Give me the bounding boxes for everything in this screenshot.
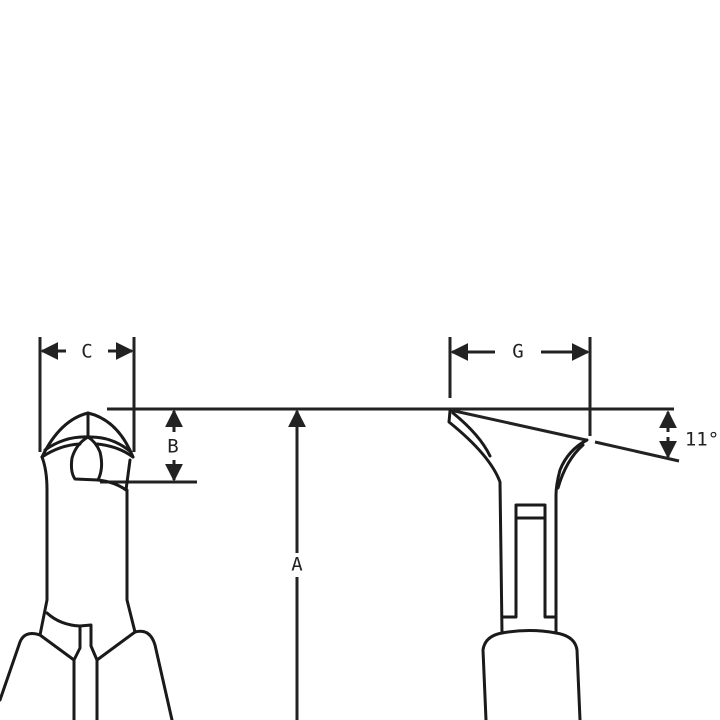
label-a: A — [291, 554, 303, 576]
angle-line-a — [449, 408, 587, 442]
label-angle: 11° — [685, 429, 719, 451]
label-g: G — [512, 341, 523, 363]
angle-line-b — [594, 440, 680, 463]
pliers-front-view — [0, 411, 174, 720]
dimension-b: B — [100, 409, 197, 484]
dimension-a: A — [288, 409, 306, 720]
dimension-c: C — [38, 337, 136, 452]
dimension-g: G — [448, 337, 592, 436]
label-c: C — [81, 341, 92, 363]
label-b: B — [167, 436, 178, 458]
pliers-side-view — [447, 409, 589, 720]
dimension-angle: 11° — [449, 408, 719, 463]
